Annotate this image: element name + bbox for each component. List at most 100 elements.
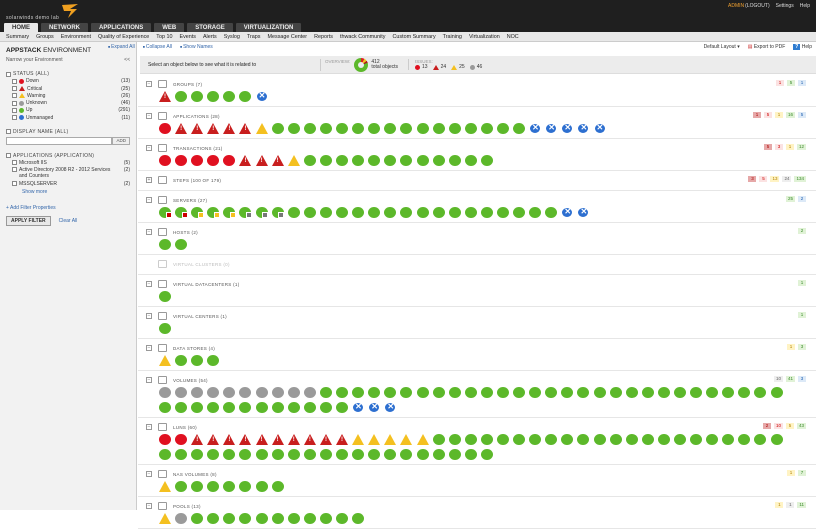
status-count-badge[interactable]: 25 bbox=[786, 196, 795, 202]
status-down-icon[interactable] bbox=[223, 155, 236, 166]
status-up-icon[interactable] bbox=[433, 155, 446, 166]
status-up-icon[interactable] bbox=[191, 513, 204, 524]
status-up-icon[interactable] bbox=[481, 123, 494, 134]
status-up-icon[interactable] bbox=[256, 449, 269, 460]
status-up-icon[interactable] bbox=[465, 387, 478, 398]
status-up-icon[interactable] bbox=[191, 207, 204, 218]
category-label[interactable]: VIRTUAL CENTERS (1) bbox=[173, 314, 227, 319]
status-up-icon[interactable] bbox=[658, 387, 671, 398]
status-up-icon[interactable] bbox=[465, 434, 478, 445]
collapse-icon[interactable]: − bbox=[146, 145, 152, 151]
status-up-icon[interactable] bbox=[223, 91, 236, 102]
status-up-icon[interactable] bbox=[272, 513, 285, 524]
status-unknown-icon[interactable] bbox=[159, 387, 172, 398]
status-up-icon[interactable] bbox=[336, 449, 349, 460]
status-up-icon[interactable] bbox=[449, 449, 462, 460]
collapse-icon[interactable]: − bbox=[146, 197, 152, 203]
status-up-icon[interactable] bbox=[352, 155, 365, 166]
status-up-icon[interactable] bbox=[610, 387, 623, 398]
logout-link[interactable]: (LOGOUT) bbox=[745, 3, 769, 9]
status-up-icon[interactable] bbox=[449, 434, 462, 445]
status-up-icon[interactable] bbox=[626, 387, 639, 398]
status-up-icon[interactable] bbox=[191, 91, 204, 102]
subnav-item-events[interactable]: Events bbox=[179, 34, 195, 40]
status-up-icon[interactable] bbox=[159, 323, 172, 334]
status-up-icon[interactable] bbox=[368, 207, 381, 218]
status-up-icon[interactable] bbox=[465, 207, 478, 218]
status-count-badge[interactable]: 3 bbox=[798, 344, 806, 350]
status-up-icon[interactable] bbox=[433, 434, 446, 445]
status-up-icon[interactable] bbox=[191, 355, 204, 366]
status-unknown-icon[interactable] bbox=[175, 387, 188, 398]
status-up-icon[interactable] bbox=[239, 481, 252, 492]
status-up-icon[interactable] bbox=[545, 387, 558, 398]
checkbox[interactable] bbox=[12, 108, 17, 113]
apply-filter-button[interactable]: APPLY FILTER bbox=[6, 216, 51, 226]
status-count-badge[interactable]: 5 bbox=[798, 112, 806, 118]
status-up-icon[interactable] bbox=[642, 387, 655, 398]
status-up-icon[interactable] bbox=[529, 207, 542, 218]
category-label[interactable]: VOLUMES (54) bbox=[173, 378, 208, 383]
status-critical-icon[interactable] bbox=[336, 434, 349, 445]
status-up-icon[interactable] bbox=[674, 434, 687, 445]
status-up-icon[interactable] bbox=[529, 387, 542, 398]
status-critical-icon[interactable] bbox=[207, 123, 220, 134]
collapse-icon[interactable] bbox=[6, 129, 11, 134]
tab-home[interactable]: HOME bbox=[4, 23, 38, 32]
category-label[interactable]: TRANSACTIONS (21) bbox=[173, 146, 223, 151]
applications-header[interactable]: APPLICATIONS (APPLICATION) bbox=[6, 153, 130, 159]
status-up-icon[interactable] bbox=[384, 207, 397, 218]
status-up-icon[interactable] bbox=[594, 434, 607, 445]
status-up-icon[interactable] bbox=[175, 481, 188, 492]
status-count-badge[interactable]: 41 bbox=[786, 376, 795, 382]
export-pdf-button[interactable]: ▤ Export to PDF bbox=[748, 44, 786, 50]
collapse-all-button[interactable]: Collapse All bbox=[143, 44, 172, 50]
status-critical-icon[interactable] bbox=[288, 434, 301, 445]
status-up-icon[interactable] bbox=[207, 449, 220, 460]
status-up-icon[interactable] bbox=[400, 207, 413, 218]
status-up-icon[interactable] bbox=[320, 207, 333, 218]
status-up-icon[interactable] bbox=[256, 402, 269, 413]
status-up-icon[interactable] bbox=[288, 449, 301, 460]
status-critical-icon[interactable] bbox=[272, 434, 285, 445]
status-up-icon[interactable] bbox=[272, 402, 285, 413]
status-critical-icon[interactable] bbox=[256, 155, 269, 166]
status-up-icon[interactable] bbox=[513, 434, 526, 445]
status-count-badge[interactable]: 2 bbox=[798, 228, 806, 234]
overview-donut-chart[interactable] bbox=[354, 58, 368, 72]
status-up-icon[interactable] bbox=[336, 513, 349, 524]
subnav-item-message-center[interactable]: Message Center bbox=[268, 34, 308, 40]
status-critical-icon[interactable] bbox=[191, 123, 204, 134]
status-up-icon[interactable] bbox=[320, 387, 333, 398]
subnav-item-environment[interactable]: Environment bbox=[61, 34, 91, 40]
subnav-item-noc[interactable]: NOC bbox=[507, 34, 519, 40]
status-up-icon[interactable] bbox=[175, 402, 188, 413]
status-critical-icon[interactable] bbox=[239, 434, 252, 445]
status-unmanaged-icon[interactable] bbox=[368, 402, 381, 413]
status-warning-icon[interactable] bbox=[352, 434, 365, 445]
status-up-icon[interactable] bbox=[771, 434, 784, 445]
status-up-icon[interactable] bbox=[481, 387, 494, 398]
app-filter-item[interactable]: Microsoft IIS(5) bbox=[12, 160, 130, 166]
status-up-icon[interactable] bbox=[239, 449, 252, 460]
status-up-icon[interactable] bbox=[256, 513, 269, 524]
status-up-icon[interactable] bbox=[304, 123, 317, 134]
category-label[interactable]: VIRTUAL CLUSTERS (0) bbox=[173, 262, 230, 267]
status-critical-icon[interactable] bbox=[320, 434, 333, 445]
checkbox[interactable] bbox=[12, 160, 17, 165]
status-up-icon[interactable] bbox=[417, 207, 430, 218]
status-up-icon[interactable] bbox=[256, 207, 269, 218]
status-up-icon[interactable] bbox=[400, 387, 413, 398]
status-up-icon[interactable] bbox=[207, 402, 220, 413]
status-up-icon[interactable] bbox=[207, 91, 220, 102]
status-warning-icon[interactable] bbox=[417, 434, 430, 445]
status-filter-unmanaged[interactable]: Unmanaged(11) bbox=[12, 115, 130, 121]
category-label[interactable]: POOLS (13) bbox=[173, 504, 201, 509]
status-up-icon[interactable] bbox=[417, 155, 430, 166]
issues-critical-count[interactable]: 24 bbox=[441, 64, 447, 70]
collapse-icon[interactable]: − bbox=[146, 424, 152, 430]
category-label[interactable]: STEPS (100 OF 179) bbox=[173, 178, 221, 183]
tab-virtualization[interactable]: VIRTUALIZATION bbox=[236, 23, 302, 32]
display-name-header[interactable]: DISPLAY NAME (ALL) bbox=[6, 129, 130, 135]
status-count-badge[interactable]: 1 bbox=[776, 80, 784, 86]
